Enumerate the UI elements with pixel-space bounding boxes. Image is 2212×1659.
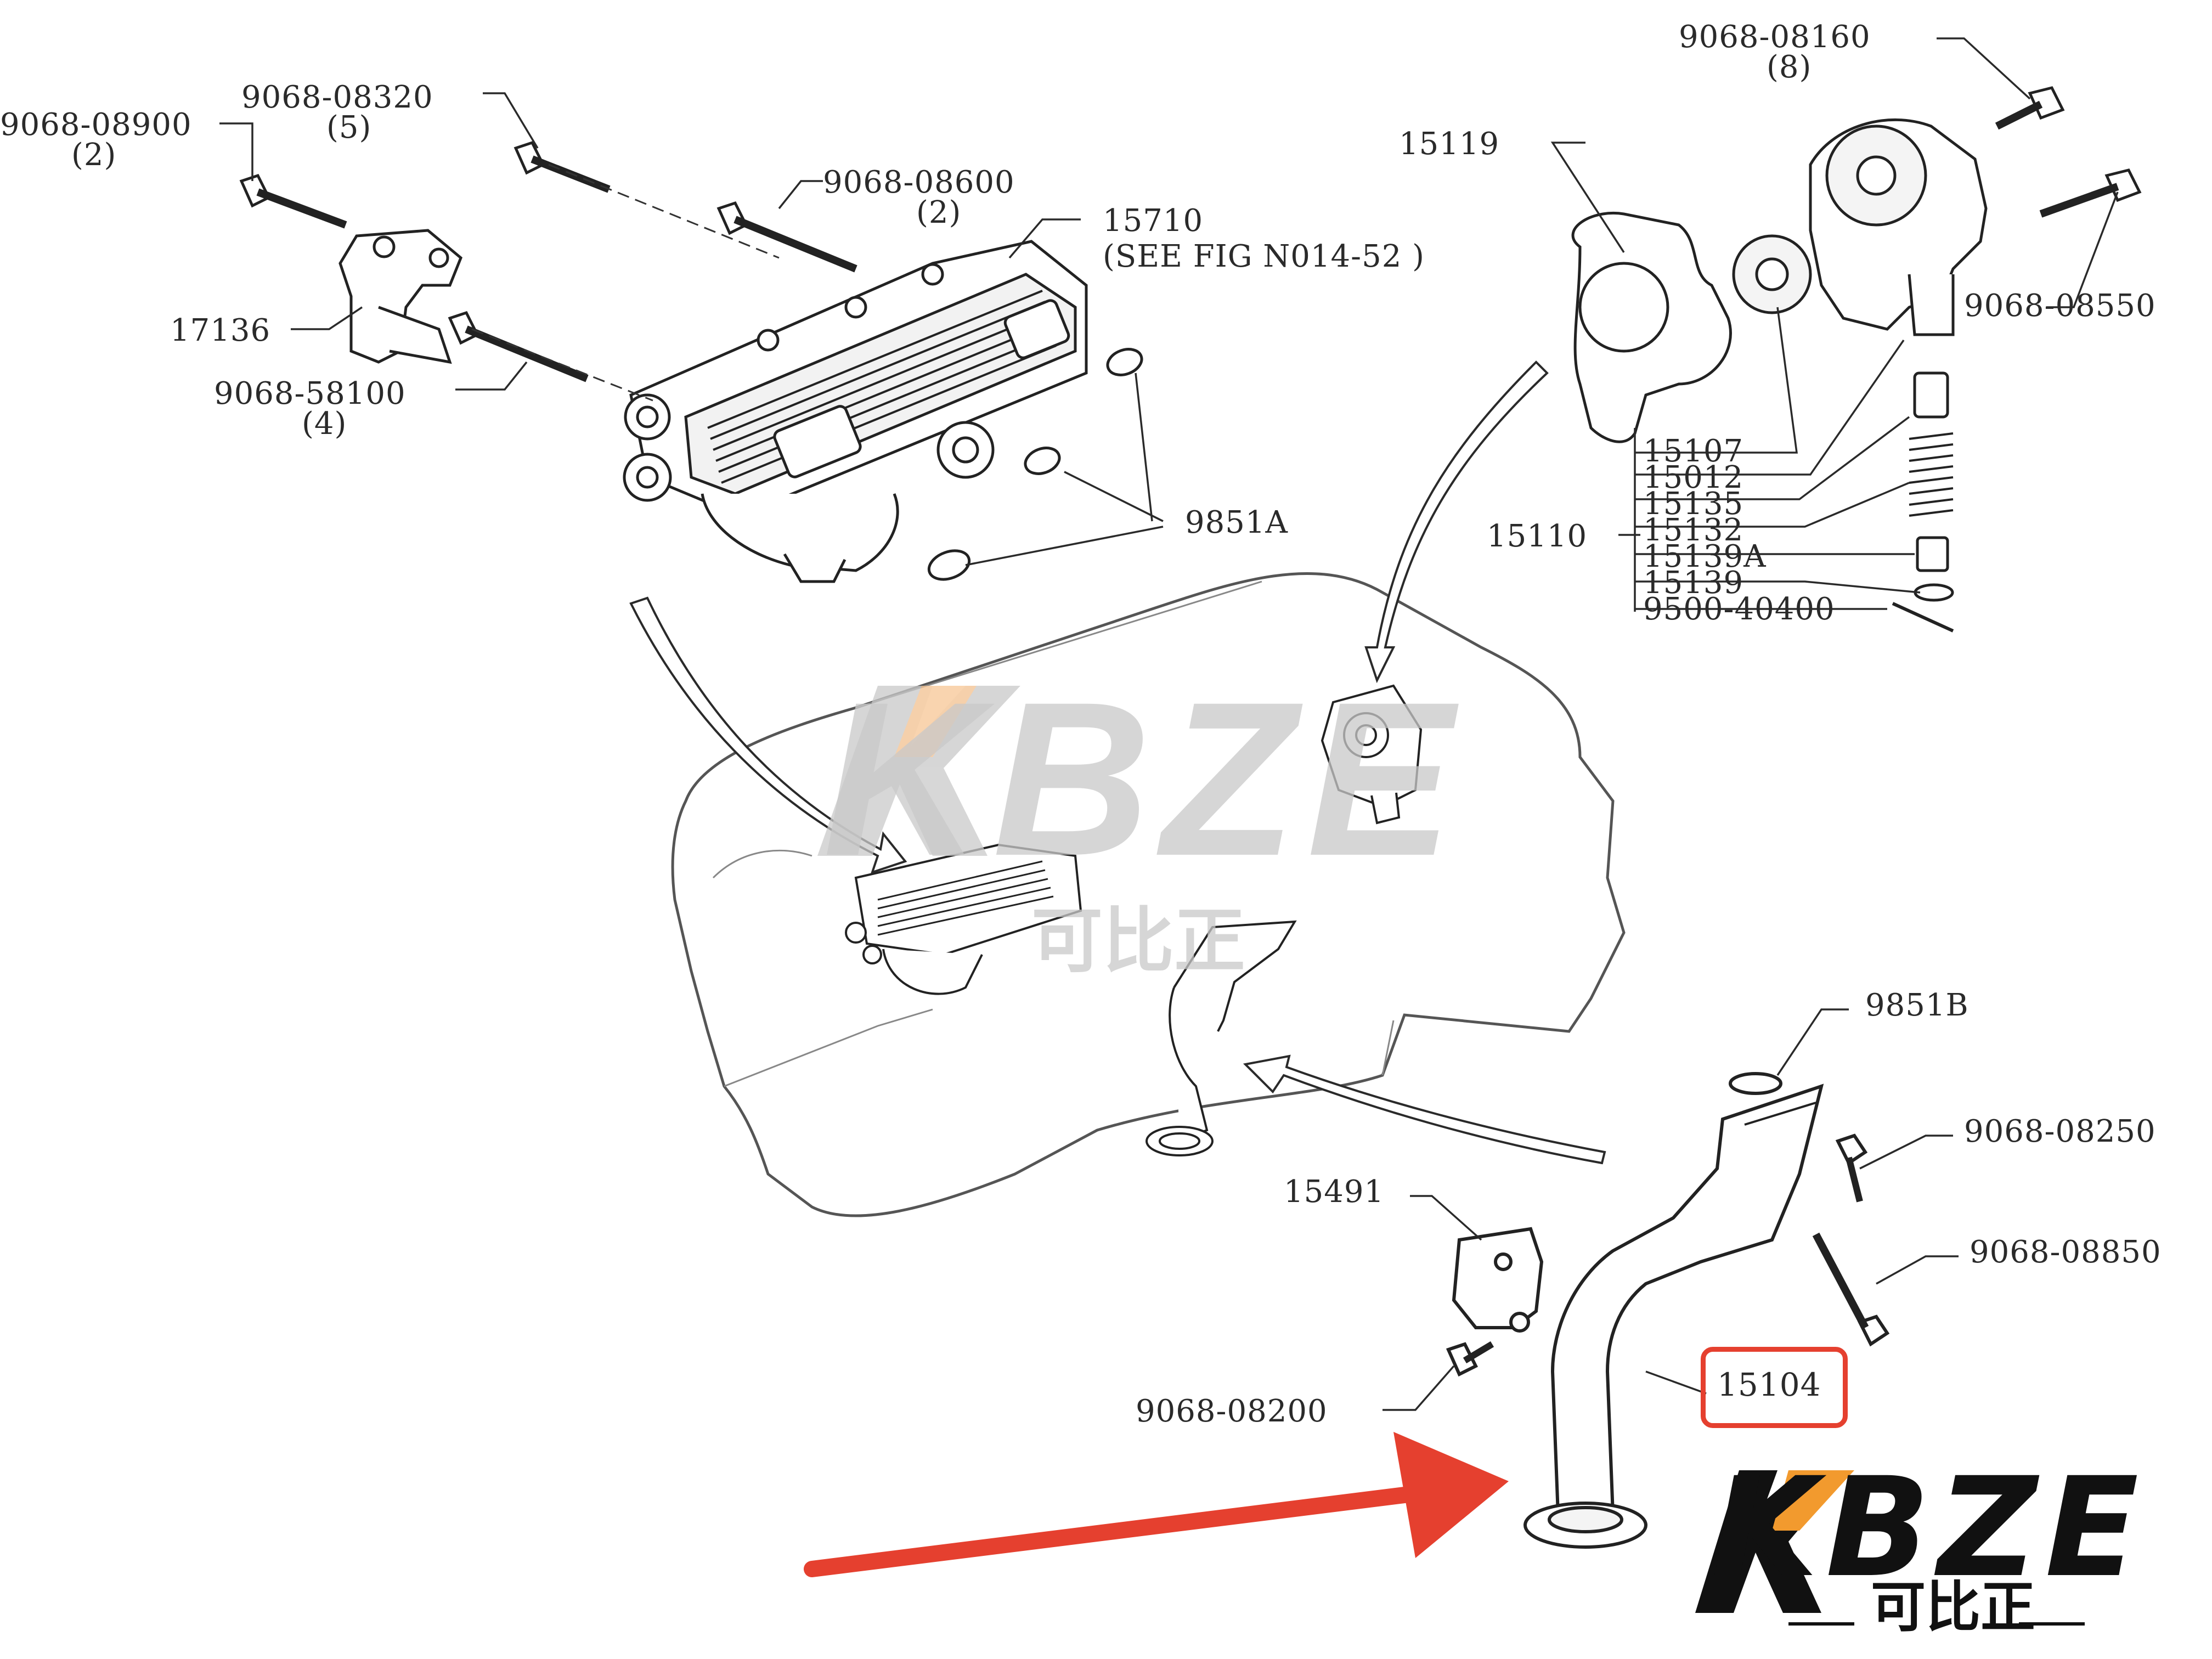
o-rings-9851A [927,348,1143,581]
label-9068-08850: 9068-08850 [1970,1234,2162,1270]
oil-pump-exploded [1571,86,2142,633]
label-15119: 15119 [1399,126,1500,162]
label-15139: 15139 [1643,565,1744,601]
label-9068-08600: 9068-08600 [823,165,1015,200]
strainer-15104 [1446,1072,1890,1549]
label-15491: 15491 [1284,1174,1385,1210]
qty-9068-08320: (5) [326,110,372,145]
label-15710-note: (SEE FIG N014-52 ) [1103,239,1425,274]
logo-chinese: 可比正 [1871,1575,2035,1639]
label-9851B: 9851B [1865,988,1969,1023]
label-15110: 15110 [1487,518,1588,554]
qty-9068-58100: (4) [302,406,347,442]
watermark-brand: KBZE [823,656,1464,901]
label-9068-58100: 9068-58100 [214,376,406,411]
label-9068-08160: 9068-08160 [1679,19,1871,55]
engine-oil-cooler [845,843,1082,995]
label-9068-08320: 9068-08320 [241,80,433,115]
label-9851A: 9851A [1185,505,1288,540]
label-17136: 17136 [170,313,271,348]
qty-9068-08600: (2) [916,195,962,230]
label-9068-08550: 9068-08550 [1964,288,2156,324]
label-15012: 15012 [1643,460,1744,495]
label-15104: 15104 [1717,1366,1821,1403]
label-9068-08200: 9068-08200 [1136,1393,1328,1429]
engine-oil-pump [1321,684,1423,825]
watermark-chinese: 可比正 [1031,901,1246,981]
label-9068-08900: 9068-08900 [0,107,192,143]
leader-lines [219,37,2119,1411]
bracket-17136 [338,229,462,364]
label-15139A: 15139A [1643,539,1767,574]
red-arrow [804,1432,1509,1577]
highlight-box-15104 [1701,1347,1848,1428]
qty-9068-08900: (2) [71,137,117,173]
engine-strainer [1146,920,1297,1156]
assembly-arrows [629,360,1606,1165]
label-9500-40400: 9500-40400 [1643,591,1835,627]
label-15135: 15135 [1643,486,1744,522]
label-9068-08250: 9068-08250 [1964,1114,2156,1149]
dashed-guides [471,163,780,402]
label-15710: 15710 [1103,203,1204,239]
oil-cooler-assembly [623,240,1088,583]
label-15132: 15132 [1643,512,1744,548]
qty-9068-08160: (8) [1767,49,1812,85]
kbze-logo-mark [1695,1470,2085,1626]
logo-brand: KBZE [1712,1448,2147,1607]
watermark-logo [817,686,1020,856]
label-15107: 15107 [1643,433,1744,469]
